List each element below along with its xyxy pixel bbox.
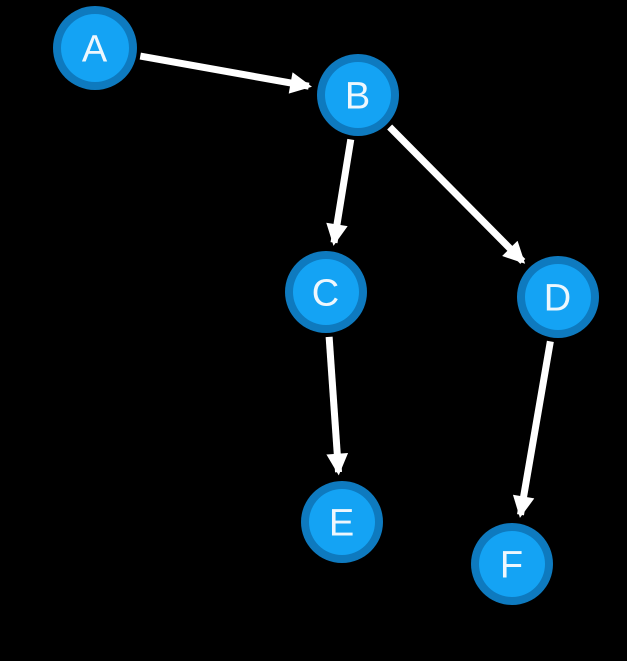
edge-B-C bbox=[326, 138, 355, 246]
edge-C-E bbox=[325, 336, 349, 476]
edge-A-B bbox=[139, 52, 312, 94]
node-body bbox=[479, 531, 545, 597]
node-E[interactable]: E bbox=[301, 481, 383, 563]
node-B[interactable]: B bbox=[317, 54, 399, 136]
node-label: C bbox=[312, 272, 340, 314]
node-label: B bbox=[345, 75, 371, 117]
edge-B-D bbox=[387, 124, 526, 264]
node-F[interactable]: F bbox=[471, 523, 553, 605]
node-body bbox=[61, 14, 129, 82]
edge-D-F bbox=[512, 340, 554, 518]
node-D[interactable]: D bbox=[517, 256, 599, 338]
node-body bbox=[325, 62, 391, 128]
nodes-layer: A B C D E F bbox=[53, 6, 599, 605]
node-A[interactable]: A bbox=[53, 6, 137, 90]
node-label: D bbox=[544, 277, 572, 319]
node-label: E bbox=[329, 502, 355, 544]
node-body bbox=[309, 489, 375, 555]
node-body bbox=[525, 264, 591, 330]
node-label: A bbox=[82, 28, 108, 70]
node-label: F bbox=[500, 544, 524, 586]
node-body bbox=[293, 259, 359, 325]
node-C[interactable]: C bbox=[285, 251, 367, 333]
edges-layer bbox=[139, 52, 554, 518]
